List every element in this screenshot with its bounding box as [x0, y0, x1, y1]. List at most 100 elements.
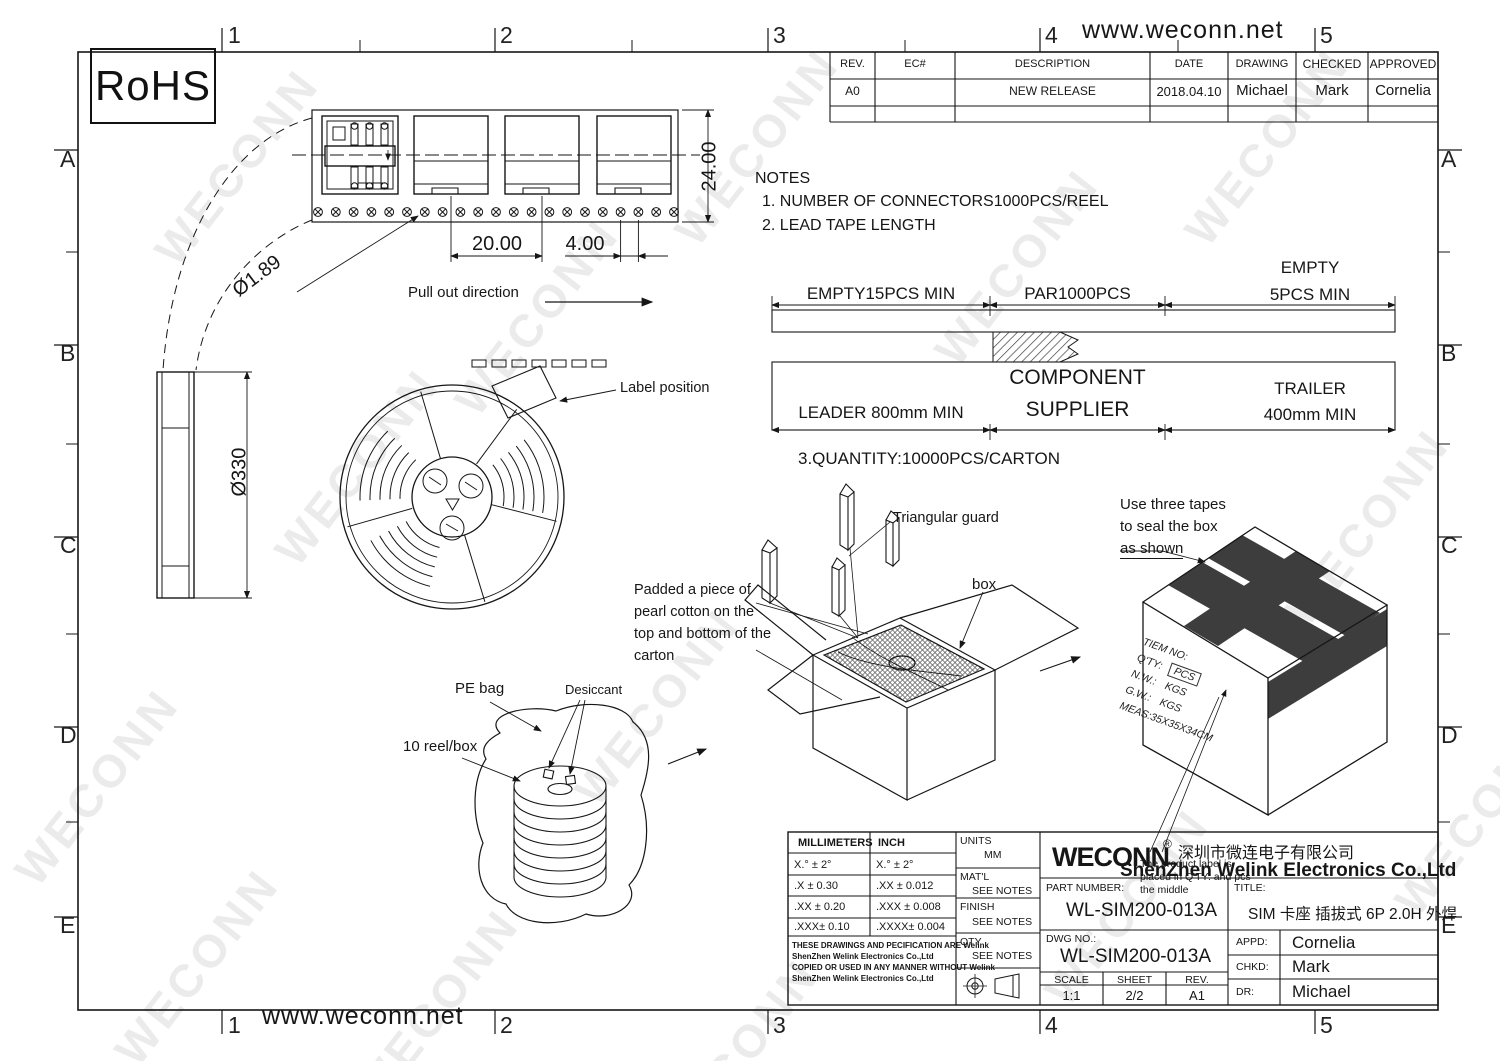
- tape-empty-right-label-2: 5PCS MIN: [1269, 285, 1351, 304]
- legal-line-3: COPIED OR USED IN ANY MANNER WITHOUT Wel…: [792, 963, 995, 972]
- triangular-guard-label: Triangular guard: [893, 510, 999, 526]
- zone-col-4-bottom: 4: [1045, 1012, 1058, 1038]
- pearl-cotton-note-line-1: Padded a piece of: [634, 582, 751, 598]
- legal-line-4: ShenZhen Welink Electronics Co.,Ltd: [792, 974, 934, 983]
- company-name-cn: 深圳市微连电子有限公司: [1178, 845, 1355, 862]
- legal-line-2: ShenZhen Welink Electronics Co.,Ltd: [792, 952, 934, 961]
- approved-value: Cornelia: [1375, 82, 1431, 99]
- drawing-value: Michael: [1236, 82, 1288, 99]
- legal-line-1: THESE DRAWINGS AND PECIFICATION ARE Weli…: [792, 941, 989, 950]
- appd-value: Cornelia: [1292, 933, 1356, 952]
- zone-col-5-bottom: 5: [1320, 1012, 1333, 1038]
- sheet-label: SHEET: [1116, 974, 1152, 986]
- sealed-box-drawing: [1120, 526, 1389, 853]
- tape-leader-label: LEADER 800mm MIN: [798, 403, 964, 422]
- product-label-note-line-1: The product label is: [1140, 858, 1232, 870]
- zone-row-a-right: A: [1441, 146, 1457, 172]
- dwg-no-value: WL-SIM200-013A: [1060, 946, 1212, 967]
- scale-label: SCALE: [1054, 974, 1089, 986]
- product-label-note-line-2: placed in Q'TY: and pcs: [1140, 871, 1251, 883]
- dim-tape-height: 24.00: [698, 141, 721, 192]
- brand-logo: WECONN: [1052, 842, 1170, 872]
- zone-row-b-left: B: [60, 340, 76, 366]
- connector-tape-drawing: [162, 109, 714, 371]
- zone-row-e-left: E: [60, 912, 76, 938]
- tolerance-r1c1: X.° ± 2°: [794, 859, 832, 871]
- zone-col-2-bottom: 2: [500, 1012, 513, 1038]
- projection-symbol-icon: [963, 973, 1020, 999]
- date-value: 2018.04.10: [1156, 84, 1222, 99]
- revision-table-grid: [829, 51, 1438, 123]
- appd-label: APPD:: [1236, 936, 1268, 948]
- qty-label: QTY: [960, 936, 982, 948]
- chkd-value: Mark: [1292, 957, 1330, 976]
- dr-value: Michael: [1292, 982, 1351, 1001]
- zone-col-4-top: 4: [1045, 22, 1058, 48]
- tolerance-col-mm: MILLIMETERS: [798, 837, 873, 849]
- approved-col-header: APPROVED: [1369, 57, 1437, 71]
- pearl-cotton-note-line-4: carton: [634, 648, 675, 664]
- tolerance-r2c1: .X ± 0.30: [794, 880, 838, 892]
- zone-col-5-top: 5: [1320, 22, 1333, 48]
- finish-value: SEE NOTES: [972, 916, 1033, 928]
- title-label: TITLE:: [1234, 882, 1266, 894]
- dim-reel-diameter: Ø330: [228, 447, 251, 497]
- tape-length-diagram: [771, 296, 1396, 440]
- tolerance-col-inch: INCH: [878, 837, 905, 849]
- pe-bag-label: PE bag: [455, 680, 505, 697]
- tolerance-r2c2: .XX ± 0.012: [876, 880, 934, 892]
- scale-value: 1:1: [1062, 988, 1081, 1003]
- pearl-cotton-note-line-3: top and bottom of the: [634, 626, 772, 642]
- desiccant-label: Desiccant: [565, 682, 623, 697]
- tolerance-r3c2: .XXX ± 0.008: [876, 901, 941, 913]
- zone-row-c-left: C: [60, 532, 77, 558]
- checked-value: Mark: [1315, 82, 1349, 99]
- rohs-badge: RoHS: [90, 48, 216, 124]
- zone-row-c-right: C: [1441, 532, 1458, 558]
- rev-col-header: REV.: [840, 58, 865, 70]
- part-number-label: PART NUMBER:: [1046, 882, 1125, 894]
- tape-empty-left-label: EMPTY15PCS MIN: [806, 284, 956, 303]
- tolerance-r4c2: .XXXX± 0.004: [876, 921, 946, 933]
- open-box-drawing: [744, 483, 1082, 802]
- reel-side-view: [156, 371, 252, 599]
- dwg-no-label: DWG NO.:: [1046, 933, 1097, 945]
- tolerance-r3c1: .XX ± 0.20: [794, 901, 846, 913]
- rev-value-titleblock: A1: [1189, 988, 1205, 1003]
- frame-border: [54, 28, 1462, 1034]
- zone-col-3-top: 3: [773, 22, 786, 48]
- note-item-3-quantity: 3.QUANTITY:10000PCS/CARTON: [798, 449, 1061, 468]
- description-value: NEW RELEASE: [1009, 84, 1096, 98]
- zone-col-1-bottom: 1: [228, 1012, 241, 1038]
- pull-out-direction-label: Pull out direction: [408, 284, 519, 301]
- dr-label: DR:: [1236, 986, 1255, 998]
- box-label: box: [972, 576, 997, 593]
- seal-note-line-2: to seal the box: [1120, 518, 1218, 535]
- website-top: www.weconn.net: [1082, 16, 1284, 44]
- rev-value: A0: [845, 84, 860, 98]
- website-bottom: www.weconn.net: [262, 1002, 464, 1030]
- units-label: UNITS: [960, 835, 992, 847]
- rev-label: REV.: [1185, 974, 1209, 986]
- reel-front-view: [339, 359, 617, 610]
- pe-bag-drawing: [461, 699, 708, 924]
- zone-row-a-left: A: [60, 146, 76, 172]
- tape-trailer-label-1: TRAILER: [1274, 379, 1346, 398]
- notes-title: NOTES: [755, 170, 811, 187]
- zone-col-2-top: 2: [500, 22, 513, 48]
- reel-per-box-label: 10 reel/box: [403, 738, 478, 755]
- tape-par-label: PAR1000PCS: [1024, 284, 1131, 303]
- drawing-col-header: DRAWING: [1235, 58, 1289, 70]
- units-value: MM: [984, 849, 1002, 861]
- company-name-en: ShenZhen Welink Electronics Co.,Ltd: [1120, 860, 1457, 881]
- date-col-header: DATE: [1174, 58, 1204, 70]
- component-supplier-label-1: COMPONENT: [1009, 366, 1146, 389]
- finish-label: FINISH: [960, 901, 995, 913]
- part-number-value: WL-SIM200-013A: [1066, 900, 1218, 921]
- chkd-label: CHKD:: [1236, 961, 1269, 973]
- qty-value: SEE NOTES: [972, 950, 1033, 962]
- label-position-label: Label position: [620, 380, 710, 396]
- tape-empty-right-label-1: EMPTY: [1280, 258, 1340, 277]
